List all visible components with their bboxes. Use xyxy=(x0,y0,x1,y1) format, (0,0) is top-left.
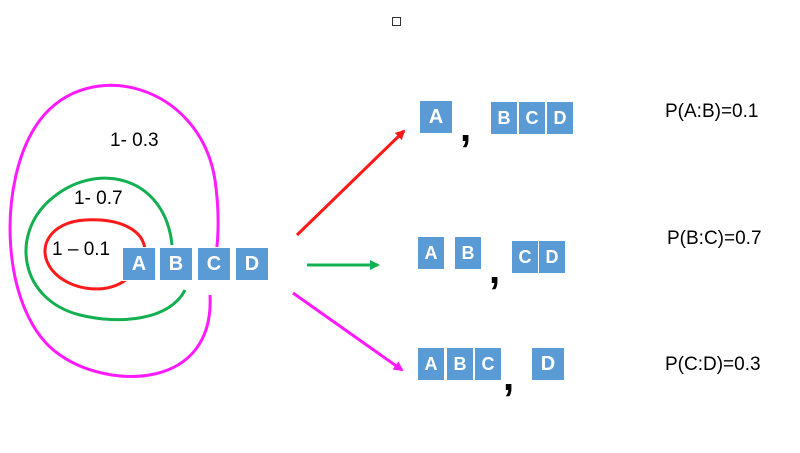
split3-right-box-d: D xyxy=(531,347,565,381)
split3-left-box-b: B xyxy=(446,347,474,381)
split1-probability: P(A:B)=0.1 xyxy=(665,101,759,122)
split1-right-box-c: C xyxy=(518,101,546,135)
split1-comma: , xyxy=(460,106,472,150)
source-box-a: A xyxy=(122,247,156,281)
red-arrow xyxy=(295,129,406,237)
small-square-marker xyxy=(392,17,401,26)
split1-left-box-a: A xyxy=(419,100,453,134)
split2-right-box-c: C xyxy=(511,240,539,274)
magenta-loop-label: 1- 0.3 xyxy=(110,130,159,151)
split2-probability: P(B:C)=0.7 xyxy=(667,228,762,249)
split3-comma: , xyxy=(503,355,515,399)
split1-right-box-b: B xyxy=(490,101,518,135)
split3-probability: P(C:D)=0.3 xyxy=(665,354,761,375)
split2-left-box-b: B xyxy=(454,236,482,270)
split3-left-box-c: C xyxy=(474,347,502,381)
magenta-loop xyxy=(8,84,220,378)
green-loop xyxy=(24,176,187,322)
source-box-c: C xyxy=(197,247,231,281)
source-box-b: B xyxy=(159,247,193,281)
split1-right-box-d: D xyxy=(546,101,574,135)
red-loop-label: 1 – 0.1 xyxy=(52,239,111,260)
green-loop-label: 1- 0.7 xyxy=(74,188,123,209)
split2-comma: , xyxy=(489,248,501,292)
magenta-arrow xyxy=(292,291,404,372)
source-box-d: D xyxy=(235,247,269,281)
red-loop xyxy=(43,218,147,291)
split2-right-box-d: D xyxy=(538,240,566,274)
split3-left-box-a: A xyxy=(417,347,445,381)
split2-left-box-a: A xyxy=(417,236,445,270)
